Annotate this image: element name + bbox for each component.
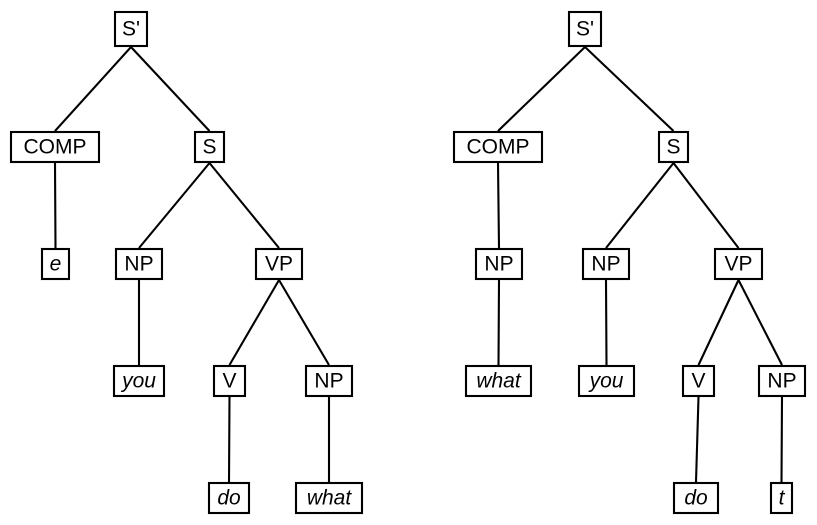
node-box-L-do (207, 481, 251, 515)
tree-node-L-VP: VP (254, 247, 304, 281)
node-box-R-NP1 (581, 247, 631, 281)
tree-edge-R-S-to-R-NP1 (605, 162, 675, 249)
tree-node-R-COMP: COMP (452, 130, 544, 164)
node-box-L-NP2 (304, 364, 354, 398)
node-label-L-what: what (307, 487, 353, 510)
tree-edge-R-NP1-to-R-you (604, 279, 608, 366)
node-label-R-NP1: NP (591, 253, 620, 276)
node-label-L-Sbar: S' (122, 18, 140, 41)
node-box-L-COMP (9, 130, 101, 164)
node-label-R-t: t (779, 487, 786, 510)
node-box-R-Sbar (567, 10, 603, 48)
tree-node-R-Sbar: S' (567, 10, 603, 48)
tree-node-R-NP0: NP (474, 247, 524, 281)
tree-edge-L-S-to-L-VP (208, 162, 280, 249)
node-box-L-what (294, 481, 364, 515)
tree-edge-L-VP-to-L-V (228, 279, 280, 366)
node-label-R-Sbar: S' (576, 18, 594, 41)
node-label-R-NP0: NP (484, 253, 513, 276)
node-label-R-you: you (588, 370, 624, 393)
tree-edge-R-NP0-to-R-what (497, 279, 501, 366)
node-label-R-what: what (476, 370, 522, 393)
node-label-L-V: V (222, 370, 236, 393)
node-box-L-you (112, 364, 166, 398)
node-box-R-COMP (452, 130, 544, 164)
tree-node-L-e: e (40, 247, 71, 281)
tree-edge-R-Sbar-to-R-COMP (497, 46, 586, 132)
tree-edge-R-NP2-to-R-t (780, 396, 784, 483)
node-box-R-do (672, 481, 720, 515)
node-box-L-VP (254, 247, 304, 281)
tree-node-R-t: t (769, 481, 794, 515)
tree-node-L-do: do (207, 481, 251, 515)
node-label-R-do: do (684, 487, 708, 510)
tree-node-R-what: what (464, 364, 533, 398)
tree-edge-R-VP-to-R-NP2 (737, 279, 783, 366)
tree-node-L-NP1: NP (114, 247, 164, 281)
tree-edge-R-Sbar-to-R-S (584, 46, 675, 132)
tree-node-L-Sbar: S' (113, 10, 149, 48)
node-label-L-NP1: NP (124, 253, 153, 276)
node-label-L-NP2: NP (314, 370, 343, 393)
tree-edge-L-Sbar-to-L-COMP (54, 46, 132, 132)
node-box-R-VP (713, 247, 764, 281)
tree-node-L-COMP: COMP (9, 130, 101, 164)
node-box-L-S (193, 130, 226, 164)
node-label-R-COMP: COMP (467, 136, 530, 159)
tree-edge-L-S-to-L-NP1 (138, 162, 211, 249)
tree-edge-R-S-to-R-VP (672, 162, 740, 249)
tree-node-R-you: you (577, 364, 636, 398)
node-label-L-S: S (202, 136, 216, 159)
left-tree-edges (53, 46, 331, 483)
node-box-R-NP0 (474, 247, 524, 281)
node-label-L-VP: VP (265, 253, 293, 276)
node-label-L-you: you (120, 370, 156, 393)
node-label-L-e: e (50, 253, 62, 276)
node-label-R-S: S (666, 136, 680, 159)
tree-node-R-NP2: NP (757, 364, 807, 398)
node-box-L-e (40, 247, 71, 281)
tree-edge-R-V-to-R-do (694, 396, 700, 483)
tree-node-R-S: S (657, 130, 690, 164)
tree-node-L-V: V (212, 364, 247, 398)
node-box-R-V (681, 364, 716, 398)
tree-edge-L-COMP-to-L-e (53, 162, 57, 249)
node-label-L-COMP: COMP (24, 136, 87, 159)
node-label-L-do: do (217, 487, 241, 510)
node-box-R-NP2 (757, 364, 807, 398)
tree-node-L-NP2: NP (304, 364, 354, 398)
tree-node-R-VP: VP (713, 247, 764, 281)
tree-edge-L-VP-to-L-NP2 (278, 279, 330, 366)
tree-edge-R-VP-to-R-V (697, 279, 740, 366)
tree-node-R-V: V (681, 364, 716, 398)
tree-node-L-you: you (112, 364, 166, 398)
node-box-L-V (212, 364, 247, 398)
node-box-R-you (577, 364, 636, 398)
tree-node-R-NP1: NP (581, 247, 631, 281)
tree-edge-L-V-to-L-do (227, 396, 231, 483)
node-label-R-VP: VP (724, 253, 752, 276)
node-label-R-NP2: NP (767, 370, 796, 393)
tree-node-L-what: what (294, 481, 364, 515)
right-tree-nodes: S' COMP S NP NP VP what you V NP do t (452, 10, 807, 515)
node-box-R-what (464, 364, 533, 398)
node-box-L-NP1 (114, 247, 164, 281)
tree-node-R-do: do (672, 481, 720, 515)
tree-edge-L-Sbar-to-L-S (130, 46, 211, 132)
edges-layer (53, 46, 784, 483)
node-box-R-t (769, 481, 794, 515)
tree-edge-R-COMP-to-R-NP0 (496, 162, 501, 249)
right-tree-edges (496, 46, 784, 483)
node-box-R-S (657, 130, 690, 164)
tree-node-L-S: S (193, 130, 226, 164)
node-label-R-V: V (691, 370, 705, 393)
node-box-L-Sbar (113, 10, 149, 48)
